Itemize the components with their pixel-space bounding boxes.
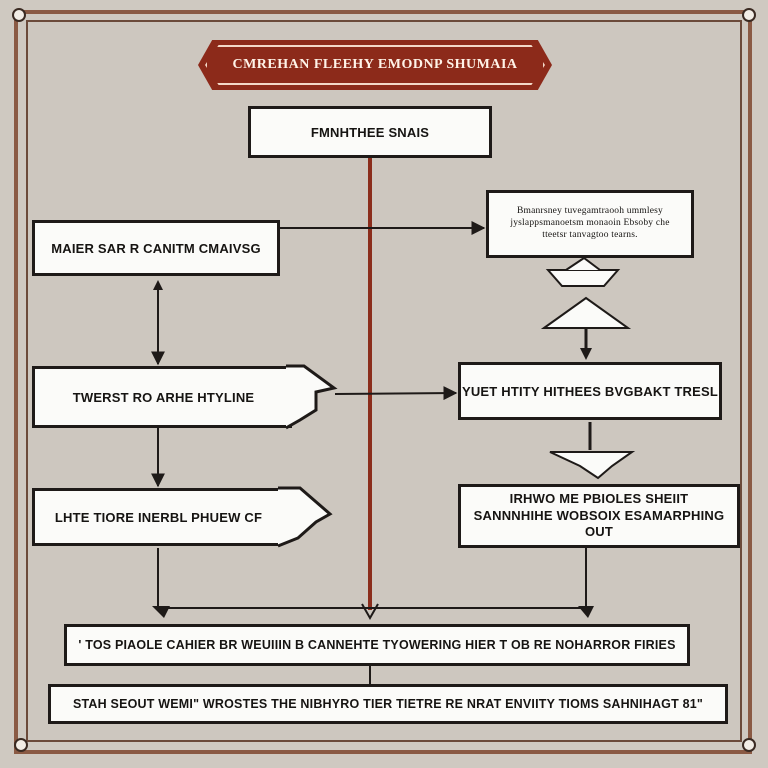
node-left1-label: MAIER SAR R CANITM CMAIVSG <box>51 240 261 256</box>
boat-icon <box>545 269 621 287</box>
node-right3-label: IRHWO ME PBIOLES SHEIIT SANNNHIHE WOBSOI… <box>473 490 725 540</box>
node-right2-label: YUET HTITY HITHEES BVGBAKT TRESL <box>461 383 719 399</box>
title-banner-border <box>205 45 545 85</box>
node-top-label: FMNHTHEE SNAIS <box>310 124 430 140</box>
node-right3: IRHWO ME PBIOLES SHEIIT SANNNHIHE WOBSOI… <box>458 484 740 548</box>
node-left2-label: TWERST RO ARHE HTYLINE <box>72 389 255 405</box>
node-bottom2-label: STAH SEOUT WEMI" WROSTES THE NIBHYRO TIE… <box>72 697 704 711</box>
node-left1: MAIER SAR R CANITM CMAIVSG <box>32 220 280 276</box>
diagram-title: CMREHAN FLEEHY EMODNP SHUMAIA <box>232 57 518 72</box>
node-right-note: Bmanrsney tuvegamtraooh ummlesy jyslapps… <box>486 190 694 258</box>
node-left3: LHTE TIORE INERBL PHUEW CF <box>32 488 282 546</box>
node-bottom2: STAH SEOUT WEMI" WROSTES THE NIBHYRO TIE… <box>48 684 728 724</box>
title-banner <box>198 40 552 90</box>
corner-ornament-icon <box>742 738 756 752</box>
arrow-left2-to-right2 <box>334 386 458 401</box>
node-left3-label: LHTE TIORE INERBL PHUEW CF <box>54 509 263 525</box>
arrow-up-icon <box>153 280 163 290</box>
corner-ornament-icon <box>14 738 28 752</box>
corner-ornament-icon <box>12 8 26 22</box>
node-left2-tip <box>286 364 338 430</box>
node-top: FMNHTHEE SNAIS <box>248 106 492 158</box>
umbrella-icon <box>540 296 632 329</box>
outer-frame <box>14 10 752 754</box>
node-bottom1-label: ' TOS PIAOLE CAHIER BR WEUIIIN B CANNEHT… <box>78 638 676 652</box>
boat-icon <box>549 451 636 480</box>
node-right-note-label: Bmanrsney tuvegamtraooh ummlesy jyslapps… <box>510 206 670 240</box>
corner-ornament-icon <box>742 8 756 22</box>
node-bottom1: ' TOS PIAOLE CAHIER BR WEUIIIN B CANNEHT… <box>64 624 690 666</box>
node-left2: TWERST RO ARHE HTYLINE <box>32 366 292 428</box>
node-right2: YUET HTITY HITHEES BVGBAKT TRESL <box>458 362 722 420</box>
node-left3-tip <box>278 486 333 548</box>
